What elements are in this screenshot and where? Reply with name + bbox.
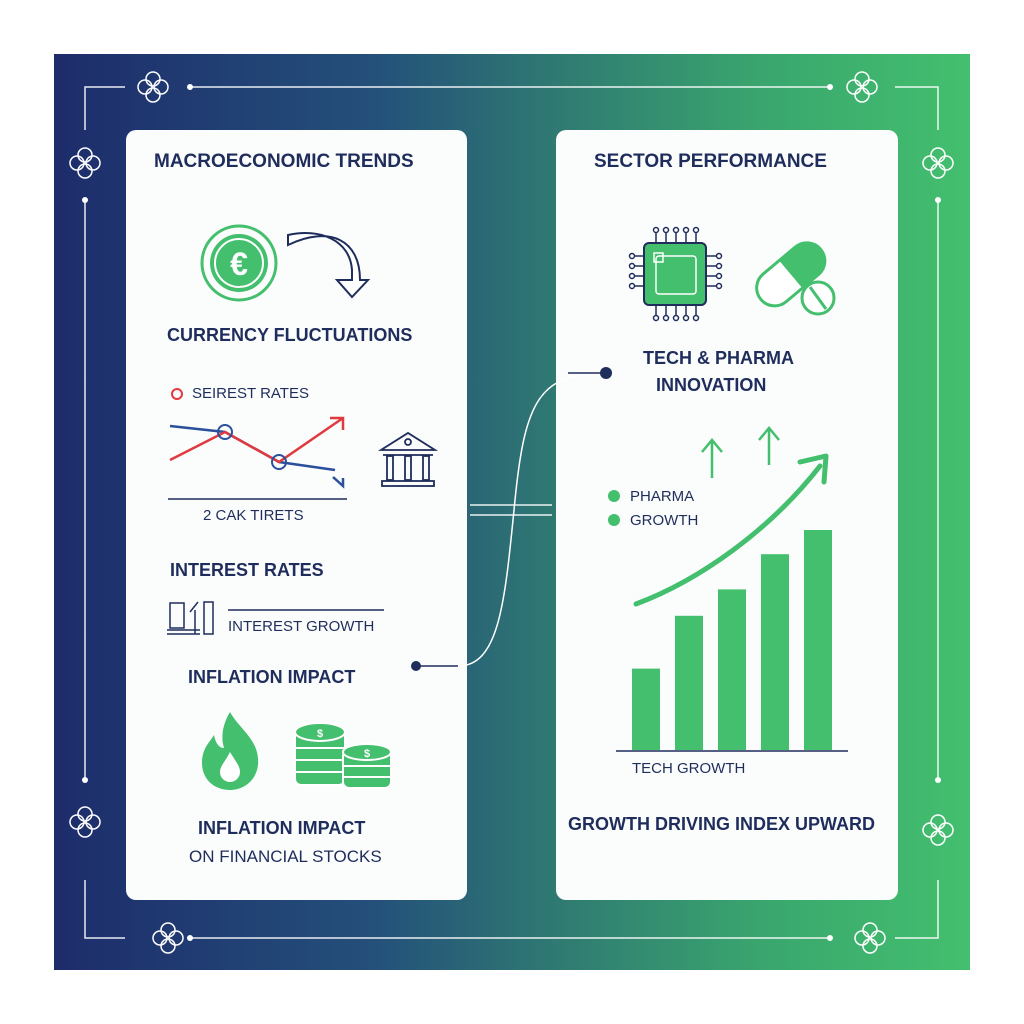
svg-text:$: $ — [364, 748, 370, 760]
svg-text:€: € — [230, 246, 248, 282]
svg-text:$: $ — [317, 728, 323, 740]
rates-axis-label: 2 CAK TIRETS — [203, 507, 304, 524]
chart-caption: GROWTH DRIVING INDEX UPWARD — [568, 814, 876, 834]
legend-pharma: PHARMA — [630, 488, 695, 505]
innovation-title-2: INNOVATION — [656, 375, 767, 395]
inflation-caption: INFLATION IMPACT — [198, 818, 366, 838]
inflation-title: INFLATION IMPACT — [188, 667, 356, 687]
bar — [675, 615, 703, 750]
inflation-caption-sub: ON FINANCIAL STOCKS — [189, 847, 382, 866]
bar — [718, 589, 746, 750]
sector-title: SECTOR PERFORMANCE — [594, 151, 827, 172]
chart-axis-label: TECH GROWTH — [632, 760, 746, 777]
bar — [804, 530, 832, 750]
innovation-title: TECH & PHARMA — [643, 348, 794, 368]
rates-legend: SEIREST RATES — [192, 385, 309, 402]
interest-title: INTEREST RATES — [170, 560, 324, 580]
macro-title: MACROECONOMIC TRENDS — [154, 151, 414, 172]
bar — [632, 668, 660, 750]
bar — [761, 554, 789, 750]
legend-growth: GROWTH — [630, 512, 699, 529]
interest-growth-label: INTEREST GROWTH — [228, 618, 375, 635]
currency-label: CURRENCY FLUCTUATIONS — [167, 325, 413, 345]
